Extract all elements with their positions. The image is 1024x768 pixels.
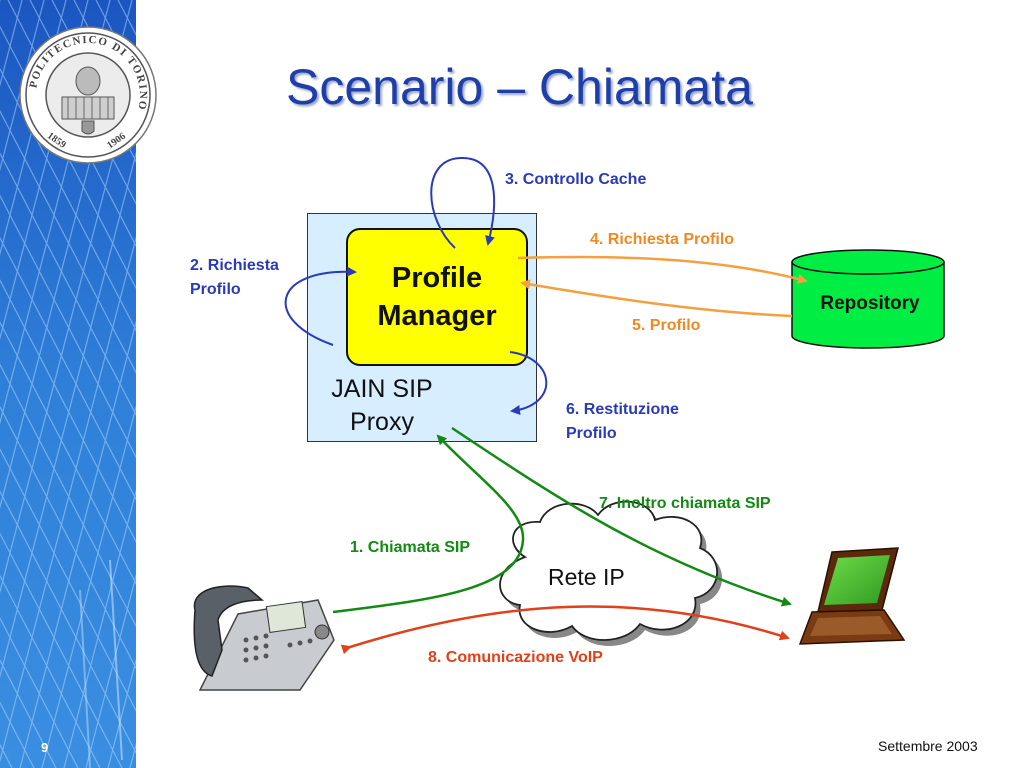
arrow-step4	[517, 255, 808, 284]
proxy-label-line2: Proxy	[350, 408, 414, 436]
profile-manager-label-line2: Manager	[377, 300, 497, 332]
ip-phone-icon	[193, 585, 335, 691]
logo-seal-icon: POLITECNICO DI TORINO 1859 1906	[19, 26, 157, 164]
profile-manager-box: Profile Manager	[346, 228, 528, 366]
profile-manager-label-line1: Profile	[391, 262, 483, 294]
footer-date: Settembre 2003	[878, 738, 978, 754]
repository-label: Repository	[820, 293, 920, 314]
step2-label-line2: Profilo	[190, 281, 241, 298]
arrow-step3	[430, 156, 496, 249]
laptop-icon	[798, 547, 906, 645]
step3-label: 3. Controllo Cache	[505, 171, 647, 188]
step5-label: 5. Profilo	[632, 317, 701, 334]
rete-ip-label: Rete IP	[548, 564, 625, 590]
arrow-step7	[451, 426, 792, 607]
arrow-step2	[284, 266, 357, 346]
step6-label: 6. Restituzione Profilo	[566, 398, 679, 446]
page-number: 9	[41, 740, 49, 755]
step2-label: 2. Richiesta Profilo	[190, 254, 279, 302]
proxy-label-line1: JAIN SIP	[331, 375, 433, 403]
step6-label-line2: Profilo	[566, 425, 617, 442]
arrow-step6	[509, 351, 548, 415]
arrow-step1	[332, 434, 525, 614]
step1-label: 1. Chiamata SIP	[350, 539, 471, 556]
step7-label: 7. Inoltro chiamata SIP	[599, 495, 771, 512]
arrow-step8	[340, 605, 790, 655]
step2-label-line1: 2. Richiesta	[190, 257, 279, 274]
politecnico-logo: POLITECNICO DI TORINO 1859 1906	[18, 25, 158, 165]
step6-label-line1: 6. Restituzione	[566, 401, 679, 418]
step4-label: 4. Richiesta Profilo	[590, 231, 735, 248]
step8-label: 8. Comunicazione VoIP	[428, 649, 603, 666]
proxy-label: JAIN SIP Proxy	[312, 373, 452, 439]
page-title: Scenario – Chiamata	[286, 59, 753, 115]
repository-database-icon	[791, 249, 945, 349]
arrow-step5	[520, 279, 793, 318]
